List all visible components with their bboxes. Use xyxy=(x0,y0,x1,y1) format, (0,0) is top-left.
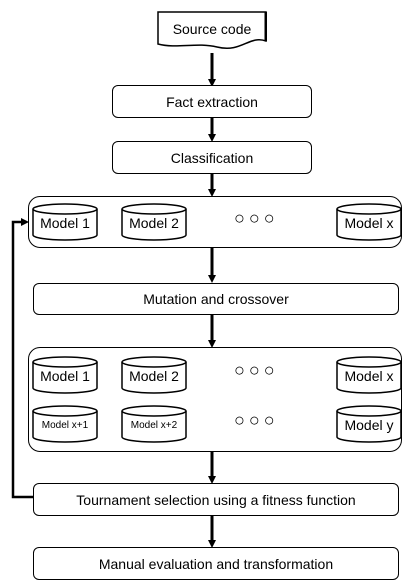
model-label: Model x xyxy=(344,215,394,231)
feedback-loop-arrow xyxy=(11,218,33,499)
model-cylinder: Model x xyxy=(336,203,402,241)
model-label: Model x+1 xyxy=(41,420,89,431)
model-label: Model 2 xyxy=(129,215,179,231)
tournament-selection-label: Tournament selection using a fitness fun… xyxy=(76,491,356,508)
fact-extraction-box: Fact extraction xyxy=(112,85,312,118)
model-cylinder: Model 2 xyxy=(121,356,187,394)
fact-extraction-label: Fact extraction xyxy=(166,93,258,110)
model-label: Model y xyxy=(344,417,394,433)
model-cylinder: Model 1 xyxy=(32,203,98,241)
manual-evaluation-label: Manual evaluation and transformation xyxy=(98,555,334,572)
model-cylinder: Model x xyxy=(336,356,402,394)
tournament-selection-box: Tournament selection using a fitness fun… xyxy=(33,483,399,516)
model-label: Model 1 xyxy=(40,215,90,231)
source-code-label: Source code xyxy=(172,21,252,37)
model-label: Model x+2 xyxy=(130,420,178,431)
mutation-crossover-label: Mutation and crossover xyxy=(143,291,289,307)
model-cylinder: Model y xyxy=(336,405,402,443)
model-label: Model x xyxy=(344,368,394,384)
ellipsis-circles: ○○○ xyxy=(234,208,279,228)
model-label: Model 2 xyxy=(129,368,179,384)
mutation-crossover-box: Mutation and crossover xyxy=(33,283,399,315)
model-cylinder: Model 2 xyxy=(121,203,187,241)
ellipsis-circles: ○○○ xyxy=(234,360,279,380)
model-label: Model 1 xyxy=(40,368,90,384)
classification-box: Classification xyxy=(112,141,312,174)
model-cylinder: Model x+2 xyxy=(121,405,187,443)
model-cylinder: Model 1 xyxy=(32,356,98,394)
ellipsis-circles: ○○○ xyxy=(234,410,279,430)
manual-evaluation-box: Manual evaluation and transformation xyxy=(33,547,399,580)
model-cylinder: Model x+1 xyxy=(32,405,98,443)
classification-label: Classification xyxy=(170,149,254,166)
source-code-node: Source code xyxy=(157,11,267,51)
